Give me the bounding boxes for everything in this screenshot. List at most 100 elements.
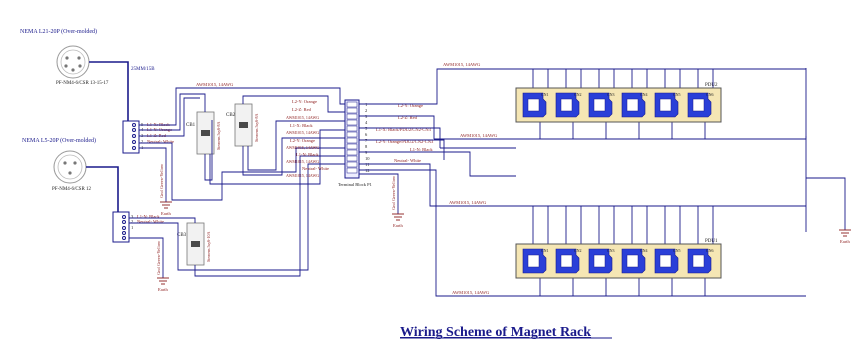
awm-label: AWM1015, 14AWG	[449, 200, 487, 206]
pdu1-socket-label: CN1	[541, 248, 549, 253]
pdu2-socket-label: CN4	[640, 92, 648, 97]
pdu2-socket-icon	[522, 92, 547, 118]
connector-bottom	[112, 211, 130, 243]
tb-right-label: Neutral- White	[394, 158, 421, 163]
tb-left-label: L2-Z: Red	[292, 107, 312, 112]
pdu2-socket-icon	[621, 92, 646, 118]
earth-icon	[392, 213, 404, 221]
plug-top-name: NEMA L21-20P (Over-molded)	[20, 28, 97, 35]
terminal-block-label: Terminal Block P1	[338, 182, 372, 187]
tb-left-label: L1-X: Black	[290, 123, 313, 128]
tb-num: 7	[365, 138, 368, 143]
tb-left-label: AWM1015, 14AWG	[286, 173, 319, 179]
awm-label: AWM1015, 14AWG	[452, 290, 490, 296]
breaker-label: CB3	[177, 233, 187, 238]
pdu2-socket-label: CN6	[706, 92, 714, 97]
pdu1-socket-icon	[621, 248, 646, 274]
tb-num: 1	[365, 102, 367, 107]
tb-right-label: L2-Y: Orange/PDU2/CN2-CN3	[376, 139, 434, 144]
gnd-label-top: Gnd Green-Yellow	[159, 163, 164, 198]
awm-label: AWM1015, 14AWG	[196, 82, 234, 88]
tb-left-label: Neutral- White	[302, 166, 329, 171]
tb-left-label: AWM1015, 14AWG	[286, 145, 319, 151]
pdu1-socket-label: CN6	[706, 248, 714, 253]
pdu1-label: PDU1	[705, 239, 718, 244]
tb-num: 11	[365, 162, 369, 167]
tb-num: 5	[365, 126, 368, 131]
tb-right-label: L1-X: Black/PDU2/CN2-CN3	[376, 127, 432, 132]
wires-left	[129, 87, 347, 277]
pdu1-socket-icon	[555, 248, 580, 274]
connector-top-label: L1-X: Black	[147, 122, 170, 127]
pdu2-socket-icon	[555, 92, 580, 118]
breaker-label: CB1	[186, 123, 196, 128]
pdu2-strip	[515, 87, 722, 123]
pdu1-socket-icon	[522, 248, 547, 274]
diagram-title: Wiring Scheme of Magnet Rack	[400, 325, 591, 340]
tb-left-label: L2-Y: Orange	[290, 138, 315, 143]
plug-bottom-name: NEMA L5-20P (Over-molded)	[22, 137, 96, 144]
tb-num: 8	[365, 144, 368, 149]
tb-num: 3	[365, 114, 368, 119]
connector-top-pin: 1	[141, 145, 143, 150]
awm-label: AWM1015, 14AWG	[460, 133, 498, 139]
cable-top	[89, 61, 129, 123]
earth-label: Earth	[840, 239, 850, 244]
tb-num: 6	[365, 132, 368, 137]
connector-top-pin: 4	[141, 127, 144, 132]
cable-bottom	[86, 166, 119, 214]
tb-num: 4	[365, 120, 368, 125]
earth-label: Earth	[161, 211, 171, 216]
tb-right-label: L2-Y: Orange	[398, 103, 423, 108]
connector-top	[122, 120, 140, 154]
pdu1-socket-label: CN4	[640, 248, 648, 253]
gnd-wire-bottom	[129, 237, 164, 278]
connector-top-pin: 3	[141, 133, 144, 138]
plug-top-icon	[56, 45, 90, 79]
pdu1-socket-icon	[654, 248, 679, 274]
breaker-cb3	[186, 222, 205, 266]
tb-num: 2	[365, 108, 367, 113]
earth-label: Earth	[158, 287, 168, 292]
tb-left-label: AWM1015, 14AWG	[286, 159, 319, 165]
connector-bottom-pin: 2	[131, 219, 133, 224]
connector-top-label: L1-Y: Orange	[147, 127, 172, 132]
connector-top-pin: 2	[141, 139, 143, 144]
connector-top-pin: 5	[141, 122, 144, 127]
tb-num: 10	[365, 156, 370, 161]
pdu1-socket-icon	[588, 248, 613, 274]
connector-bottom-label: L1-N: Black	[137, 214, 160, 219]
pdu2-label: PDU2	[705, 83, 718, 88]
breaker-spec: Siemens 5sy6-8A	[216, 122, 221, 150]
cable-top-label: 25MM/15B	[131, 67, 155, 72]
tb-left-label: L1-N: Black	[296, 152, 319, 157]
gnd-label-tb: Gnd Green-Yellow	[391, 175, 396, 210]
pdu2-socket-icon	[654, 92, 679, 118]
tb-left-label: AWM1015, 14AWG	[286, 115, 319, 121]
gnd-wire-tb	[359, 173, 399, 214]
tb-left-label: L2-Y: Orange	[292, 99, 317, 104]
breaker-label: CB2	[226, 113, 236, 118]
breaker-spec: Siemens 5sy6-10A	[206, 232, 211, 262]
terminal-block-p1	[344, 99, 360, 179]
breaker-cb2	[234, 103, 253, 147]
pdu1-socket-label: CN2	[574, 248, 582, 253]
pdu1-socket-label: CN5	[673, 248, 681, 253]
tb-right-label: L1-N: Black	[410, 147, 433, 152]
plug-top-part: PF-NM4-6/CSR 13-15-17	[56, 81, 109, 86]
connector-bottom-label: Neutral- White	[137, 219, 164, 224]
connector-bottom-label: Gnd Green-Yellow	[156, 240, 161, 275]
pdu2-socket-label: CN3	[607, 92, 615, 97]
pdu2-socket-icon	[588, 92, 613, 118]
tb-right-label: L2-Z: Red	[398, 115, 418, 120]
connector-bottom-pin: 3	[131, 214, 134, 219]
tb-left-label: AWM1015, 14AWG	[286, 130, 319, 136]
breaker-cb1	[196, 111, 215, 155]
plug-bottom-part: PF-NM4-6/CSR 12	[52, 187, 92, 192]
connector-top-label: Neutral- White	[147, 139, 174, 144]
connector-top-label: L1-Z: Red	[147, 133, 167, 138]
pdu2-socket-label: CN1	[541, 92, 549, 97]
pdu2-socket-icon	[687, 92, 712, 118]
